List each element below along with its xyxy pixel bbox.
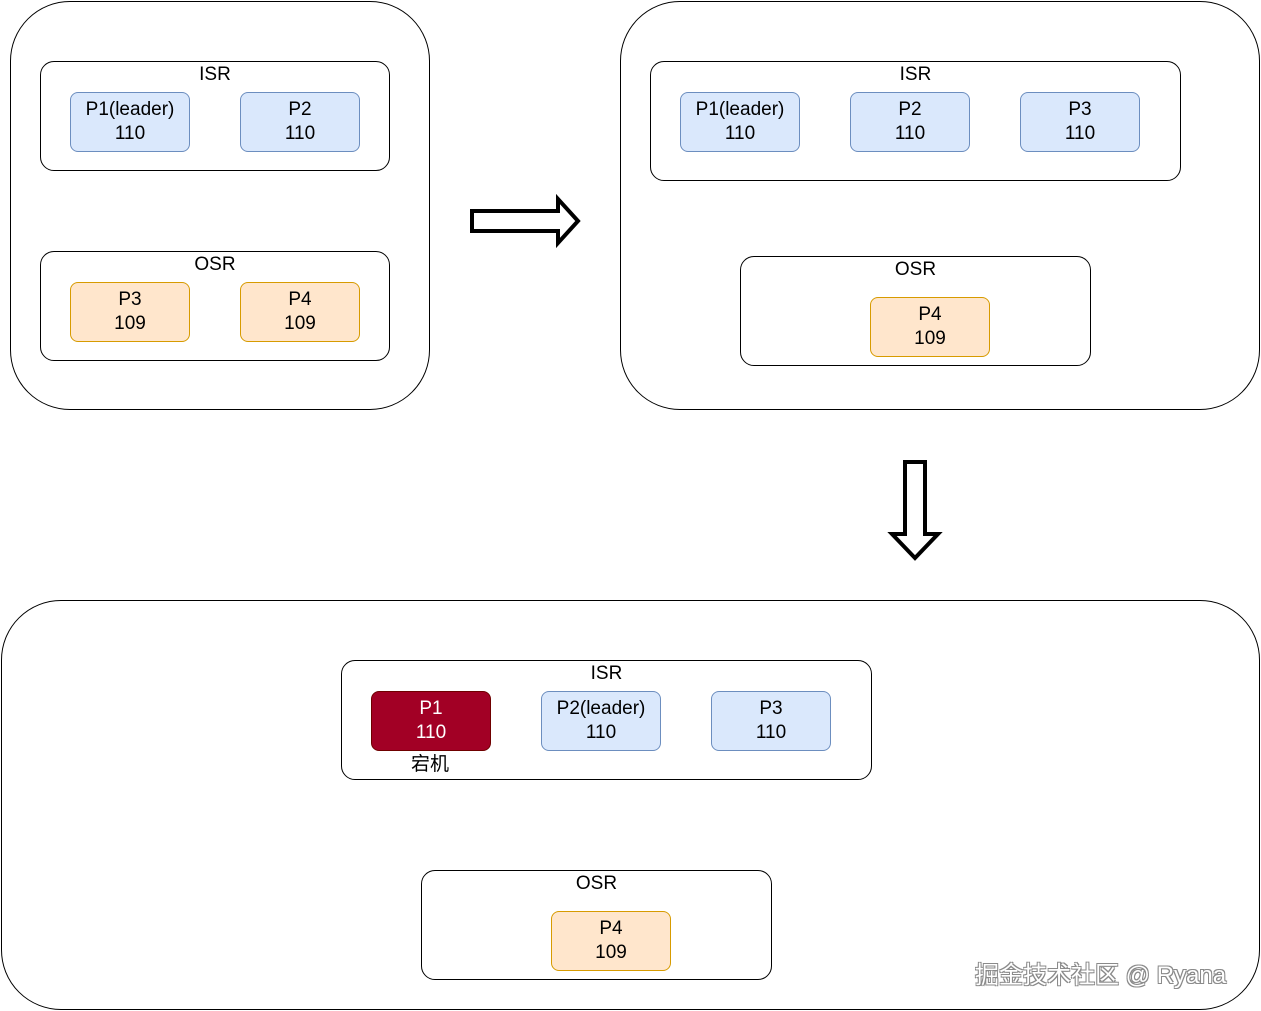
replica-name: P3: [759, 698, 783, 719]
stage1-isr-group: ISR P1(leader) 110 P2 110: [40, 61, 390, 171]
stage3-isr-group: ISR P1 110 宕机 P2(leader) 110 P3 110: [341, 660, 872, 780]
replica-name: P2: [898, 99, 922, 120]
replica-node: P4 109: [870, 297, 990, 357]
stage2-panel: ISR P1(leader) 110 P2 110 P3 110 OSR P4 …: [620, 1, 1260, 410]
replica-node: P4 109: [551, 911, 671, 971]
replica-node: P1(leader) 110: [70, 92, 190, 152]
stage1-panel: ISR P1(leader) 110 P2 110 OSR P3 109 P4 …: [10, 1, 430, 410]
replica-node: P3 110: [711, 691, 831, 751]
replica-name: P2: [288, 99, 312, 120]
isr-label: ISR: [590, 663, 623, 684]
replica-node: P2 110: [240, 92, 360, 152]
stage1-osr-group: OSR P3 109 P4 109: [40, 251, 390, 361]
replica-offset: 110: [1064, 123, 1096, 144]
replica-name: P1(leader): [695, 99, 785, 120]
stage2-osr-group: OSR P4 109: [740, 256, 1091, 366]
replica-offset: 110: [894, 123, 926, 144]
replica-offset: 110: [114, 123, 146, 144]
replica-name: P4: [599, 918, 623, 939]
replica-name: P1: [419, 698, 443, 719]
osr-label: OSR: [894, 259, 937, 280]
replica-offset: 110: [585, 722, 617, 743]
watermark: 掘金技术社区 @ Ryana: [975, 962, 1227, 989]
right-arrow-icon: [470, 193, 581, 249]
stage3-osr-group: OSR P4 109: [421, 870, 772, 980]
isr-label: ISR: [899, 64, 932, 85]
replica-offset: 110: [415, 722, 447, 743]
osr-label: OSR: [194, 254, 236, 275]
osr-label: OSR: [575, 873, 618, 894]
down-arrow-icon: [887, 460, 943, 561]
replica-offset: 110: [284, 123, 316, 144]
isr-label: ISR: [199, 64, 231, 85]
replica-node: P2 110: [850, 92, 970, 152]
replica-offset: 109: [114, 313, 146, 334]
replica-name: P2(leader): [556, 698, 646, 719]
replica-offset: 109: [284, 313, 316, 334]
replica-node: P1(leader) 110: [680, 92, 800, 152]
down-caption: 宕机: [411, 754, 450, 775]
replica-node: P4 109: [240, 282, 360, 342]
replica-node-down: P1 110: [371, 691, 491, 751]
replica-node: P2(leader) 110: [541, 691, 661, 751]
replica-name: P1(leader): [85, 99, 175, 120]
replica-node: P3 109: [70, 282, 190, 342]
replica-name: P4: [918, 304, 942, 325]
replica-offset: 110: [755, 722, 787, 743]
replica-name: P4: [288, 289, 312, 310]
replica-offset: 110: [724, 123, 756, 144]
stage2-isr-group: ISR P1(leader) 110 P2 110 P3 110: [650, 61, 1181, 181]
stage3-panel: ISR P1 110 宕机 P2(leader) 110 P3 110 OSR …: [1, 600, 1260, 1010]
replica-offset: 109: [914, 328, 946, 349]
replica-name: P3: [118, 289, 142, 310]
replica-node: P3 110: [1020, 92, 1140, 152]
replica-name: P3: [1068, 99, 1092, 120]
replica-offset: 109: [595, 942, 627, 963]
